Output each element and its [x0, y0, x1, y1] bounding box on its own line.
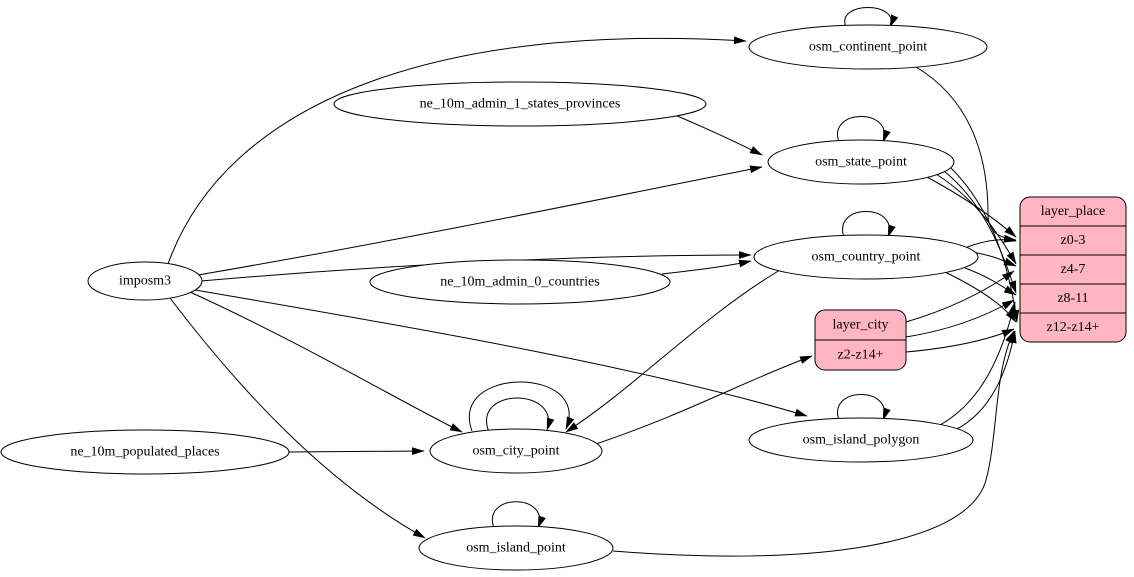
record-header: layer_city — [833, 318, 889, 333]
node-shape-ne_10m_admin_0_countries — [369, 259, 671, 305]
edge-imposm3-to-osm_state_point — [197, 165, 763, 276]
node-shape-osm_city_point — [429, 428, 603, 474]
node-ne_10m_admin_0_countries: ne_10m_admin_0_countries — [369, 259, 671, 305]
node-label: osm_island_polygon — [803, 433, 920, 448]
self-loop-osm_city_point — [486, 397, 555, 433]
node-osm_country_point: osm_country_point — [753, 234, 979, 280]
record-row: z8-11 — [1057, 291, 1088, 306]
edge-osm_island_point-to-layer_place-z12-z14+ — [612, 330, 1015, 557]
edge-ne_10m_admin_1_states_provinces-to-osm_state_point — [674, 114, 763, 156]
node-osm_continent_point: osm_continent_point — [748, 24, 988, 70]
self-loop-osm_city_point — [468, 381, 575, 432]
node-shape-osm_island_point — [418, 525, 614, 571]
node-shape-osm_island_polygon — [748, 417, 974, 463]
node-osm_island_point: osm_island_point — [418, 525, 614, 571]
edge-osm_state_point-to-layer_place-z0-3 — [926, 176, 1017, 238]
edge-osm_country_point-to-osm_city_point — [565, 269, 781, 433]
node-shape-imposm3 — [87, 261, 203, 301]
node-label: osm_city_point — [472, 444, 559, 459]
node-shape-ne_10m_admin_1_states_provinces — [333, 81, 707, 127]
node-shape-osm_state_point — [767, 139, 955, 185]
record-row: z2-z14+ — [838, 348, 884, 363]
node-imposm3: imposm3 — [87, 261, 203, 301]
self-loop-osm_continent_point — [844, 7, 899, 28]
node-shape-layer_place — [1019, 196, 1127, 343]
edge-osm_island_polygon-to-layer_place-z8-11 — [939, 301, 1016, 426]
node-label: ne_10m_populated_places — [70, 445, 219, 460]
node-shape-osm_country_point — [753, 234, 979, 280]
edge-imposm3-to-osm_island_point — [169, 297, 426, 539]
edge-osm_country_point-to-layer_place-z0-3 — [964, 234, 1017, 249]
node-label: imposm3 — [119, 274, 171, 289]
node-label: ne_10m_admin_0_countries — [440, 275, 599, 290]
node-osm_island_polygon: osm_island_polygon — [748, 417, 974, 463]
nodes-layer: imposm3 ne_10m_admin_1_states_provincesne… — [0, 24, 1127, 571]
edge-osm_city_point-to-layer_city-z2-z14+ — [595, 355, 813, 445]
self-loop-osm_island_polygon — [837, 394, 891, 421]
node-layer_city: layer_city z2-z14+ — [814, 309, 907, 371]
edge-layer_city-to-layer_place-z12-z14+ — [905, 328, 1015, 353]
node-layer_place: layer_place z0-3 z4-7 z8-11 z12-z14+ — [1019, 196, 1127, 343]
edge-ne_10m_admin_0_countries-to-osm_country_point — [661, 259, 752, 275]
node-label: osm_island_point — [466, 541, 566, 556]
edge-osm_island_polygon-to-layer_place-z12-z14+ — [954, 330, 1017, 431]
record-row: z12-z14+ — [1047, 320, 1100, 335]
edge-layer_city-to-layer_place-z4-7 — [905, 270, 1015, 323]
node-osm_state_point: osm_state_point — [767, 139, 955, 185]
self-loop-osm_country_point — [842, 211, 896, 238]
record-header: layer_place — [1041, 204, 1106, 219]
node-osm_city_point: osm_city_point — [429, 428, 603, 474]
edge-osm_country_point-to-layer_place-z12-z14+ — [944, 271, 1017, 323]
edges-layer — [167, 7, 1020, 557]
edge-layer_city-to-layer_place-z8-11 — [905, 299, 1015, 338]
self-loop-osm_island_point — [491, 501, 546, 529]
edge-imposm3-to-osm_city_point — [189, 291, 463, 433]
node-shape-ne_10m_populated_places — [0, 429, 290, 475]
edge-osm_state_point-to-layer_place-z4-7 — [935, 173, 1017, 265]
record-row: z0-3 — [1061, 233, 1086, 248]
node-ne_10m_admin_1_states_provinces: ne_10m_admin_1_states_provinces — [333, 81, 707, 127]
edge-osm_country_point-to-layer_place-z4-7 — [971, 251, 1017, 267]
node-label: ne_10m_admin_1_states_provinces — [420, 97, 621, 112]
node-shape-osm_continent_point — [748, 24, 988, 70]
record-row: z4-7 — [1061, 262, 1086, 277]
edge-imposm3-to-osm_island_polygon — [194, 289, 808, 417]
node-label: osm_continent_point — [809, 40, 927, 55]
node-ne_10m_populated_places: ne_10m_populated_places — [0, 429, 290, 475]
self-loop-osm_state_point — [837, 116, 891, 143]
edge-imposm3-to-osm_continent_point — [167, 36, 747, 265]
node-label: osm_state_point — [815, 155, 907, 170]
edge-ne_10m_populated_places-to-osm_city_point — [288, 447, 425, 455]
node-label: osm_country_point — [812, 250, 921, 265]
